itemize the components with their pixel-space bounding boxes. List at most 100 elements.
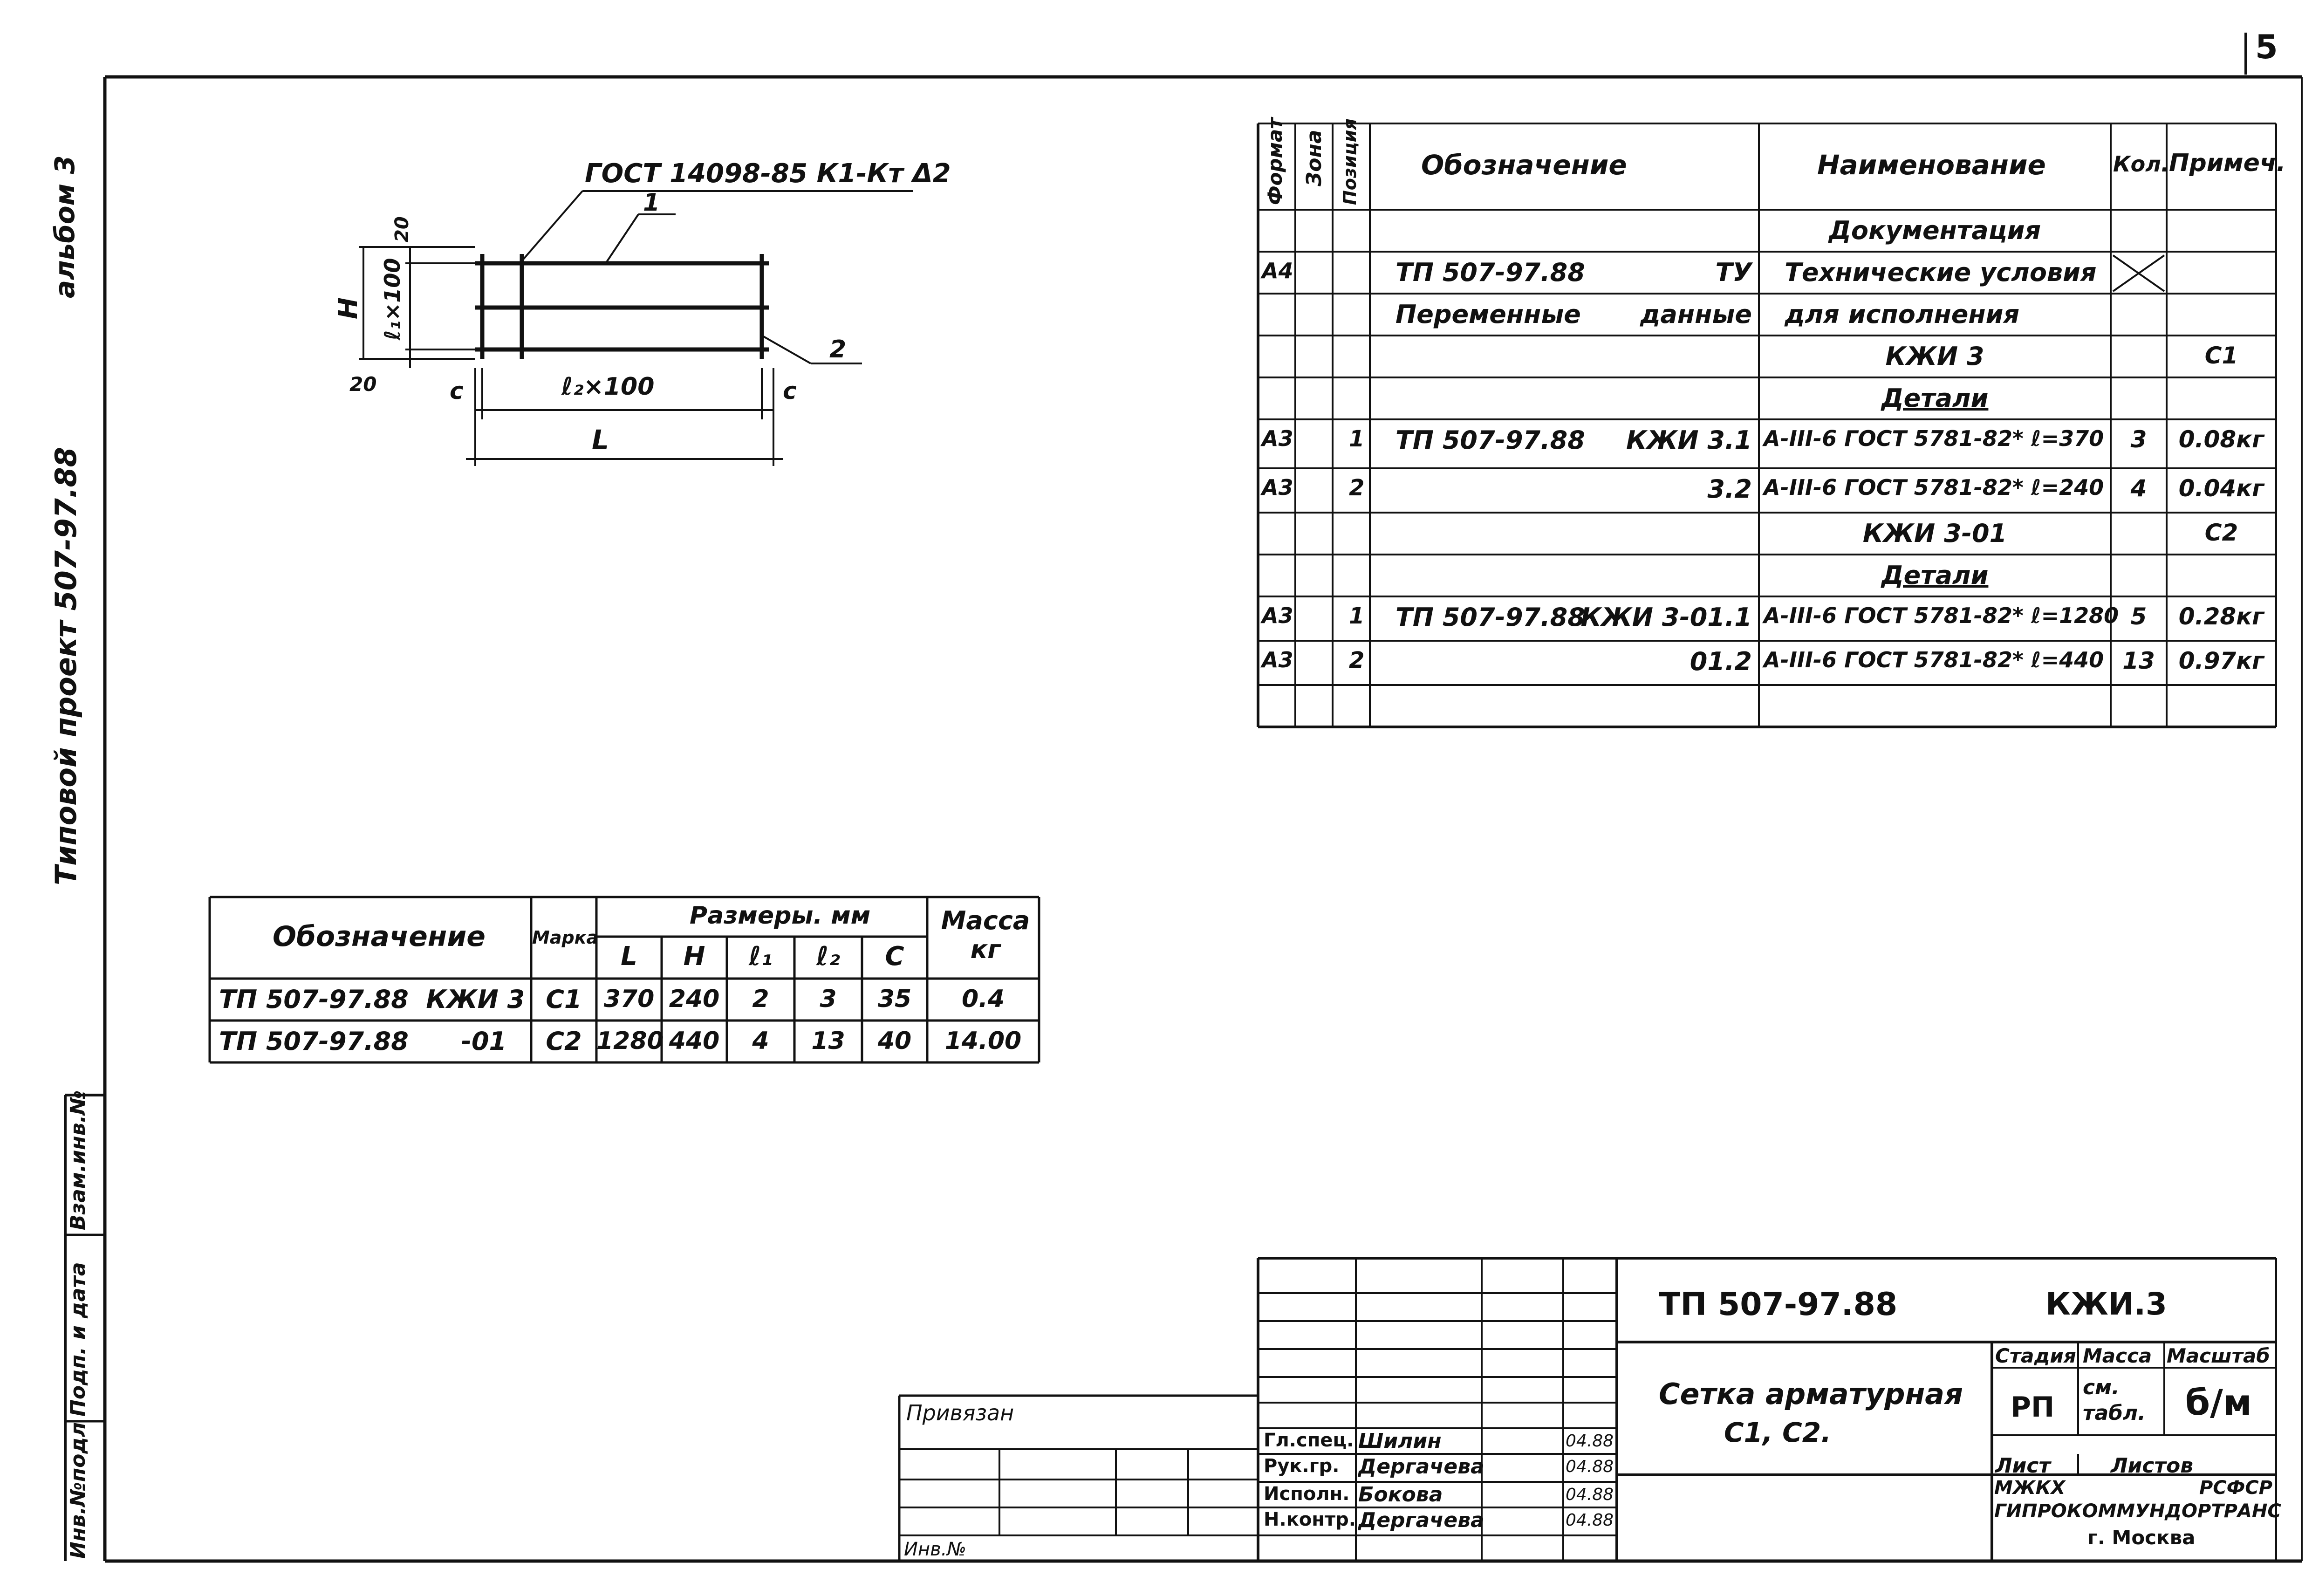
sheet-label: Лист: [1995, 1454, 2051, 1478]
spec-designation-suffix: 01.2: [1690, 647, 1752, 676]
spec-name: для исполнения: [1785, 300, 2020, 329]
sizes-value-L: 1280: [596, 1027, 664, 1055]
signer-date: 04.88: [1566, 1432, 1614, 1451]
spec-position: 2: [1349, 647, 1365, 673]
signer-name: Бокова: [1358, 1483, 1443, 1507]
signer-name: Дергачева: [1358, 1455, 1484, 1479]
stamp-inv: Инв.№подл: [66, 1422, 90, 1559]
spec-note: 0.08кг: [2178, 426, 2264, 453]
signer-date: 04.88: [1566, 1457, 1614, 1476]
sizes-mark: С2: [546, 1027, 582, 1056]
spec-designation: ТП 507-97.88: [1395, 603, 1585, 632]
signer-name: Дергачева: [1358, 1508, 1484, 1532]
sizes-value-H: 440: [669, 1027, 720, 1055]
org-ministry: МЖКХ: [1994, 1477, 2066, 1499]
spec-format: А3: [1262, 475, 1293, 500]
doc-title: Сетка арматурная: [1659, 1377, 1963, 1411]
signer-role: Гл.спец.: [1264, 1430, 1354, 1451]
signer-name: Шилин: [1358, 1429, 1442, 1453]
spec-designation-suffix: данные: [1640, 300, 1752, 329]
sketch-dim-l1: ℓ₁×100: [380, 258, 405, 340]
spec-header-zone: Зона: [1302, 130, 1326, 186]
spec-designation: Переменные: [1395, 300, 1581, 329]
stage-value: РП: [2011, 1391, 2055, 1424]
spec-position: 2: [1349, 475, 1365, 501]
signer-role: Исполн.: [1264, 1483, 1350, 1505]
spec-qty: 5: [2130, 603, 2147, 630]
sketch-pos-2: 2: [829, 336, 847, 363]
spec-header-name: Наименование: [1817, 149, 2046, 181]
spec-format: А3: [1262, 647, 1293, 672]
spec-name: КЖИ 3: [1885, 342, 1984, 371]
project-label: Типовой проект 507-97.88: [49, 447, 83, 885]
spec-header-position: Позиция: [1340, 118, 1360, 205]
spec-designation-suffix: КЖИ 3.1: [1626, 425, 1752, 455]
title-block-grid: [898, 1257, 2277, 1561]
sketch-gost-label: ГОСТ 14098-85 К1-Кт Δ2: [585, 158, 951, 189]
sizes-mark: С1: [546, 985, 582, 1014]
spec-name: Технические условия: [1785, 258, 2097, 287]
scale-value: б/м: [2185, 1382, 2252, 1423]
signer-date: 04.88: [1566, 1511, 1614, 1530]
spec-name: Документация: [1828, 216, 2041, 245]
sizes-header-mark: Марка: [532, 927, 599, 948]
inv-label: Инв.№: [904, 1539, 966, 1560]
sizes-designation: ТП 507-97.88 КЖИ 3: [219, 985, 525, 1014]
spec-qty: 3: [2130, 426, 2147, 453]
sizes-mass: 0.4: [961, 985, 1005, 1013]
sizes-grid: [208, 896, 1040, 1064]
sketch-dim-20-top: 20: [391, 216, 413, 242]
org-city: г. Москва: [2087, 1526, 2196, 1549]
sizes-value-H: 240: [669, 985, 720, 1013]
spec-name: А-III-6 ГОСТ 5781-82* ℓ=370: [1764, 426, 2104, 451]
spec-qty: 13: [2122, 647, 2155, 674]
sizes-value-C: 35: [877, 985, 912, 1013]
sizes-subheader: С: [885, 941, 904, 972]
sizes-subheader: ℓ₁: [749, 941, 773, 972]
spec-position: 1: [1349, 603, 1365, 629]
album-label: альбом 3: [49, 155, 81, 298]
signer-role: Н.контр.: [1264, 1509, 1356, 1530]
scale-label: Масштаб: [2167, 1344, 2270, 1367]
spec-designation-suffix: КЖИ 3-01.1: [1580, 603, 1752, 632]
sizes-header-designation: Обозначение: [273, 920, 486, 953]
sizes-value-L: 370: [603, 985, 655, 1013]
spec-designation-suffix: 3.2: [1707, 474, 1752, 504]
spec-note: 0.28кг: [2178, 603, 2264, 630]
spec-note: 0.97кг: [2178, 647, 2264, 674]
org-republic: РСФСР: [2199, 1477, 2273, 1499]
spec-name: КЖИ 3-01: [1862, 519, 2007, 548]
spec-name: Детали: [1881, 384, 1989, 413]
sizes-subheader: ℓ₂: [816, 941, 840, 972]
sizes-subheader: L: [621, 941, 637, 972]
spec-note: С2: [2204, 519, 2238, 546]
sketch-dim-l2: ℓ₂×100: [561, 373, 655, 401]
doc-subtitle: С1, С2.: [1724, 1417, 1832, 1448]
spec-header-note: Примеч.: [2169, 149, 2286, 177]
doc-code: КЖИ.3: [2045, 1286, 2167, 1322]
spec-name: А-III-6 ГОСТ 5781-82* ℓ=440: [1764, 647, 2104, 672]
sizes-designation: ТП 507-97.88 -01: [219, 1027, 507, 1056]
signer-role: Рук.гр.: [1264, 1455, 1340, 1477]
spec-name: А-III-6 ГОСТ 5781-82* ℓ=1280: [1764, 603, 2119, 628]
mesh-sketch: [475, 254, 769, 359]
mass-value: см. табл.: [2083, 1376, 2146, 1425]
sketch-pos-1: 1: [643, 189, 660, 217]
sketch-dim-H: Н: [333, 297, 363, 319]
sizes-value-l1: 2: [752, 985, 769, 1013]
sizes-header-sizes: Размеры. мм: [690, 902, 871, 930]
spec-designation: ТП 507-97.88: [1395, 258, 1585, 287]
sketch-dim-L: L: [592, 424, 609, 456]
sizes-subheader: Н: [683, 941, 705, 972]
bound-label: Привязан: [906, 1400, 1014, 1425]
sheets-label: Листов: [2111, 1454, 2194, 1478]
sizes-value-l2: 3: [820, 985, 837, 1013]
spec-note: С1: [2204, 342, 2238, 369]
spec-name: А-III-6 ГОСТ 5781-82* ℓ=240: [1764, 475, 2104, 500]
doc-number: ТП 507-97.88: [1659, 1286, 1898, 1323]
mass-label: Масса: [2083, 1344, 2152, 1367]
spec-designation: ТП 507-97.88: [1395, 425, 1585, 455]
spec-header-qty: Кол.: [2113, 151, 2169, 177]
sizes-header-mass: Масса кг: [941, 906, 1030, 965]
